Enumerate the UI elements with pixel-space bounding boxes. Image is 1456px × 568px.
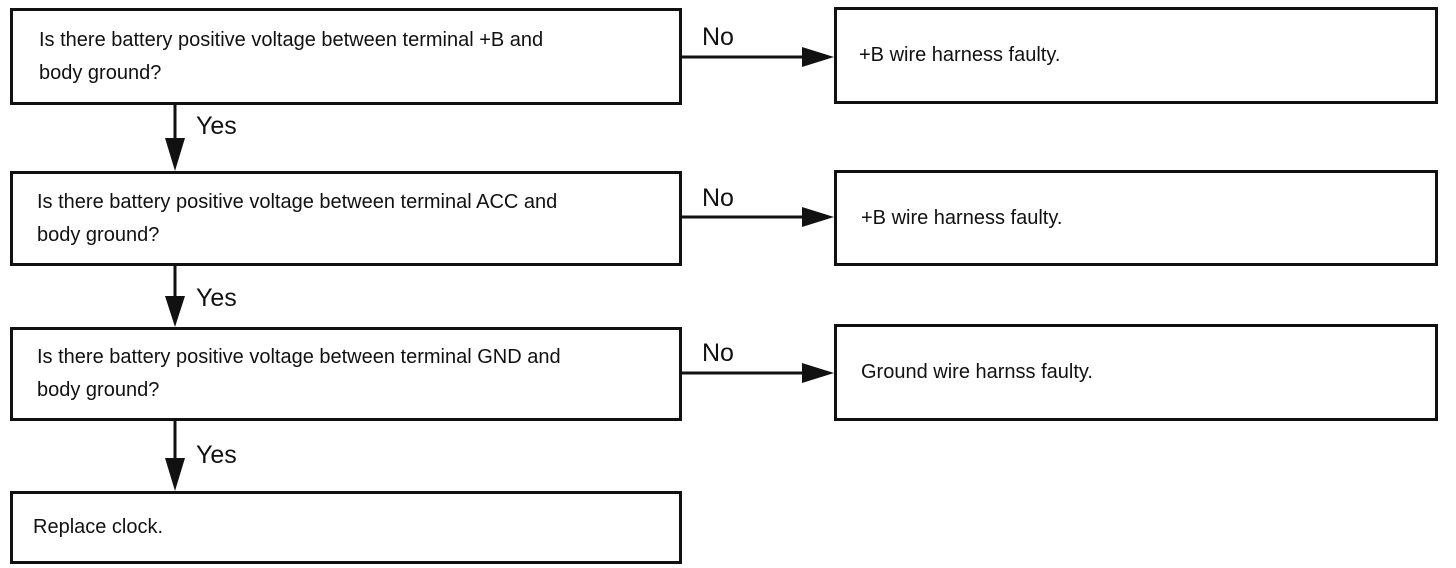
- question-box-1: Is there battery positive voltage betwee…: [10, 8, 682, 105]
- yes-label-1: Yes: [196, 112, 237, 140]
- final-action-text: Replace clock.: [33, 516, 164, 538]
- yes-label-3: Yes: [196, 441, 237, 469]
- question-1-line-1: Is there battery positive voltage betwee…: [39, 28, 544, 51]
- no-label-1: No: [702, 23, 734, 51]
- question-3-line-2: body ground?: [37, 379, 160, 401]
- yes-arrowhead-1: [165, 138, 185, 171]
- yes-label-2: Yes: [196, 284, 237, 312]
- result-box-1: +B wire harness faulty.: [834, 7, 1438, 104]
- question-3-line-1: Is there battery positive voltage betwee…: [37, 346, 561, 368]
- result-box-3: Ground wire harnss faulty.: [834, 324, 1438, 421]
- question-2-line-2: body ground?: [37, 223, 160, 246]
- no-arrowhead-1: [802, 47, 834, 67]
- question-box-3: Is there battery positive voltage betwee…: [10, 327, 682, 421]
- final-action-box: Replace clock.: [10, 491, 682, 564]
- question-2-line-1: Is there battery positive voltage betwee…: [37, 190, 558, 213]
- result-2-text: +B wire harness faulty.: [861, 206, 1063, 229]
- result-1-text: +B wire harness faulty.: [859, 44, 1061, 66]
- yes-arrowhead-2: [165, 296, 185, 327]
- question-1-line-2: body ground?: [39, 61, 162, 84]
- result-box-2: +B wire harness faulty.: [834, 170, 1438, 266]
- no-label-2: No: [702, 184, 734, 212]
- result-3-text: Ground wire harnss faulty.: [861, 361, 1093, 383]
- no-label-3: No: [702, 339, 734, 367]
- no-arrowhead-2: [802, 207, 834, 227]
- yes-arrowhead-3: [165, 458, 185, 491]
- question-box-2: Is there battery positive voltage betwee…: [10, 171, 682, 266]
- no-arrowhead-3: [802, 363, 834, 383]
